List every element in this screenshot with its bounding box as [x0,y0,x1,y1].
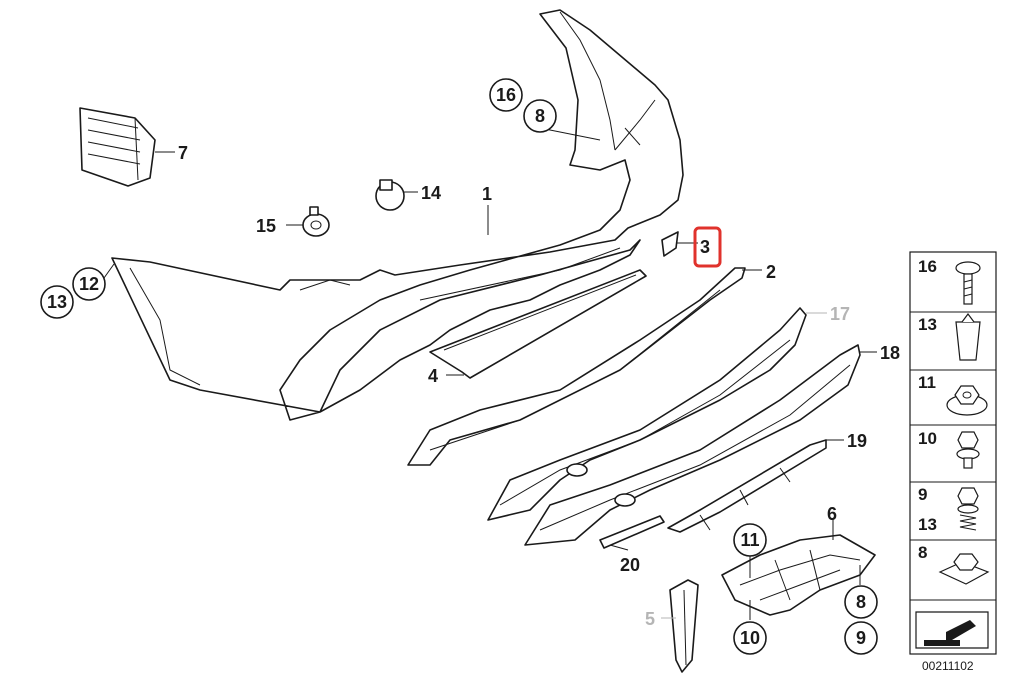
callout-label-1: 1 [482,184,492,204]
callout-label-6: 6 [827,504,837,524]
strip-20 [599,515,665,549]
callout-label-14: 14 [421,183,441,203]
callout-label-7: 7 [178,143,188,163]
strip-19 [667,439,827,533]
legend-label-13: 13 [918,315,937,334]
callout-label-16: 16 [496,85,516,105]
trim-strip-4 [429,269,647,379]
callout-19[interactable]: 19 [847,431,867,451]
callout-9[interactable]: 9 [844,621,878,655]
callout-label-18: 18 [880,343,900,363]
lower-trim-2 [407,267,746,466]
highlight-box [693,226,722,268]
flange-nut-icon [946,385,988,416]
diffuser-17 [487,307,807,521]
diffuser-18 [524,344,861,546]
callout-10[interactable]: 10 [733,621,767,655]
legend-row-10[interactable]: 10 [918,429,980,469]
callout-18[interactable]: 18 [880,343,900,363]
callout-label-9: 9 [856,628,866,648]
callout-label-2: 2 [766,262,776,282]
legend-label-13b: 13 [918,515,937,534]
callout-label-11: 11 [740,530,759,550]
callout-14[interactable]: 14 [421,183,441,203]
callout-label-20: 20 [620,555,640,575]
callout-label-8-bottom: 8 [856,592,866,612]
callout-20[interactable]: 20 [620,555,640,575]
callout-12[interactable]: 12 [72,267,106,301]
hex-nut-washer-icon [956,431,980,469]
callout-3-highlighted[interactable]: 3 [693,226,722,268]
legend-label-10: 10 [918,429,937,448]
legend-label-11: 11 [918,373,936,392]
callout-label-19: 19 [847,431,867,451]
bracket-5 [669,579,699,673]
screw-icon [955,261,981,305]
legend-row-11[interactable]: 11 [918,373,988,416]
hardware-legend: 16 13 11 10 [909,251,997,655]
vent-grille [79,107,156,187]
callout-label-3: 3 [700,237,710,257]
callout-7[interactable]: 7 [178,143,188,163]
legend-label-8: 8 [918,543,927,562]
legend-label-16: 16 [918,257,937,276]
callout-17[interactable]: 17 [830,304,850,324]
callout-label-5: 5 [645,609,655,629]
diagram-code: 00211102 [922,659,974,673]
callout-label-17: 17 [830,304,850,324]
callout-label-13: 13 [47,292,67,312]
bolt-spring-icon [957,487,979,531]
bracket-3 [661,231,679,257]
clip-nut-icon [938,553,990,585]
callout-13[interactable]: 13 [40,285,74,319]
legend-row-13[interactable]: 13 [918,313,981,361]
leader-lines [103,127,877,620]
legend-row-9-13[interactable]: 9 13 [918,485,979,534]
arrow-symbol-icon [915,611,989,649]
expansion-nut-icon [955,313,981,361]
clip-14 [375,179,405,211]
callout-label-12: 12 [79,274,99,294]
legend-row-16[interactable]: 16 [918,257,981,305]
callout-16[interactable]: 16 [489,78,523,112]
callout-8-top[interactable]: 8 [523,99,557,133]
callout-label-10: 10 [740,628,760,648]
legend-row-8[interactable]: 8 [918,543,990,585]
callout-8-bottom[interactable]: 8 [844,585,878,619]
legend-label-9: 9 [918,485,927,504]
callout-11[interactable]: 11 [733,523,767,557]
callout-5[interactable]: 5 [645,609,655,629]
callout-2[interactable]: 2 [766,262,776,282]
callout-1[interactable]: 1 [482,184,492,204]
callout-label-4: 4 [428,366,438,386]
callout-15[interactable]: 15 [256,216,276,236]
bumper-trim-panel [111,9,684,421]
callout-4[interactable]: 4 [428,366,438,386]
callout-label-15: 15 [256,216,276,236]
callout-6[interactable]: 6 [827,504,837,524]
clip-15 [302,206,330,237]
callout-label-8-top: 8 [535,106,545,126]
